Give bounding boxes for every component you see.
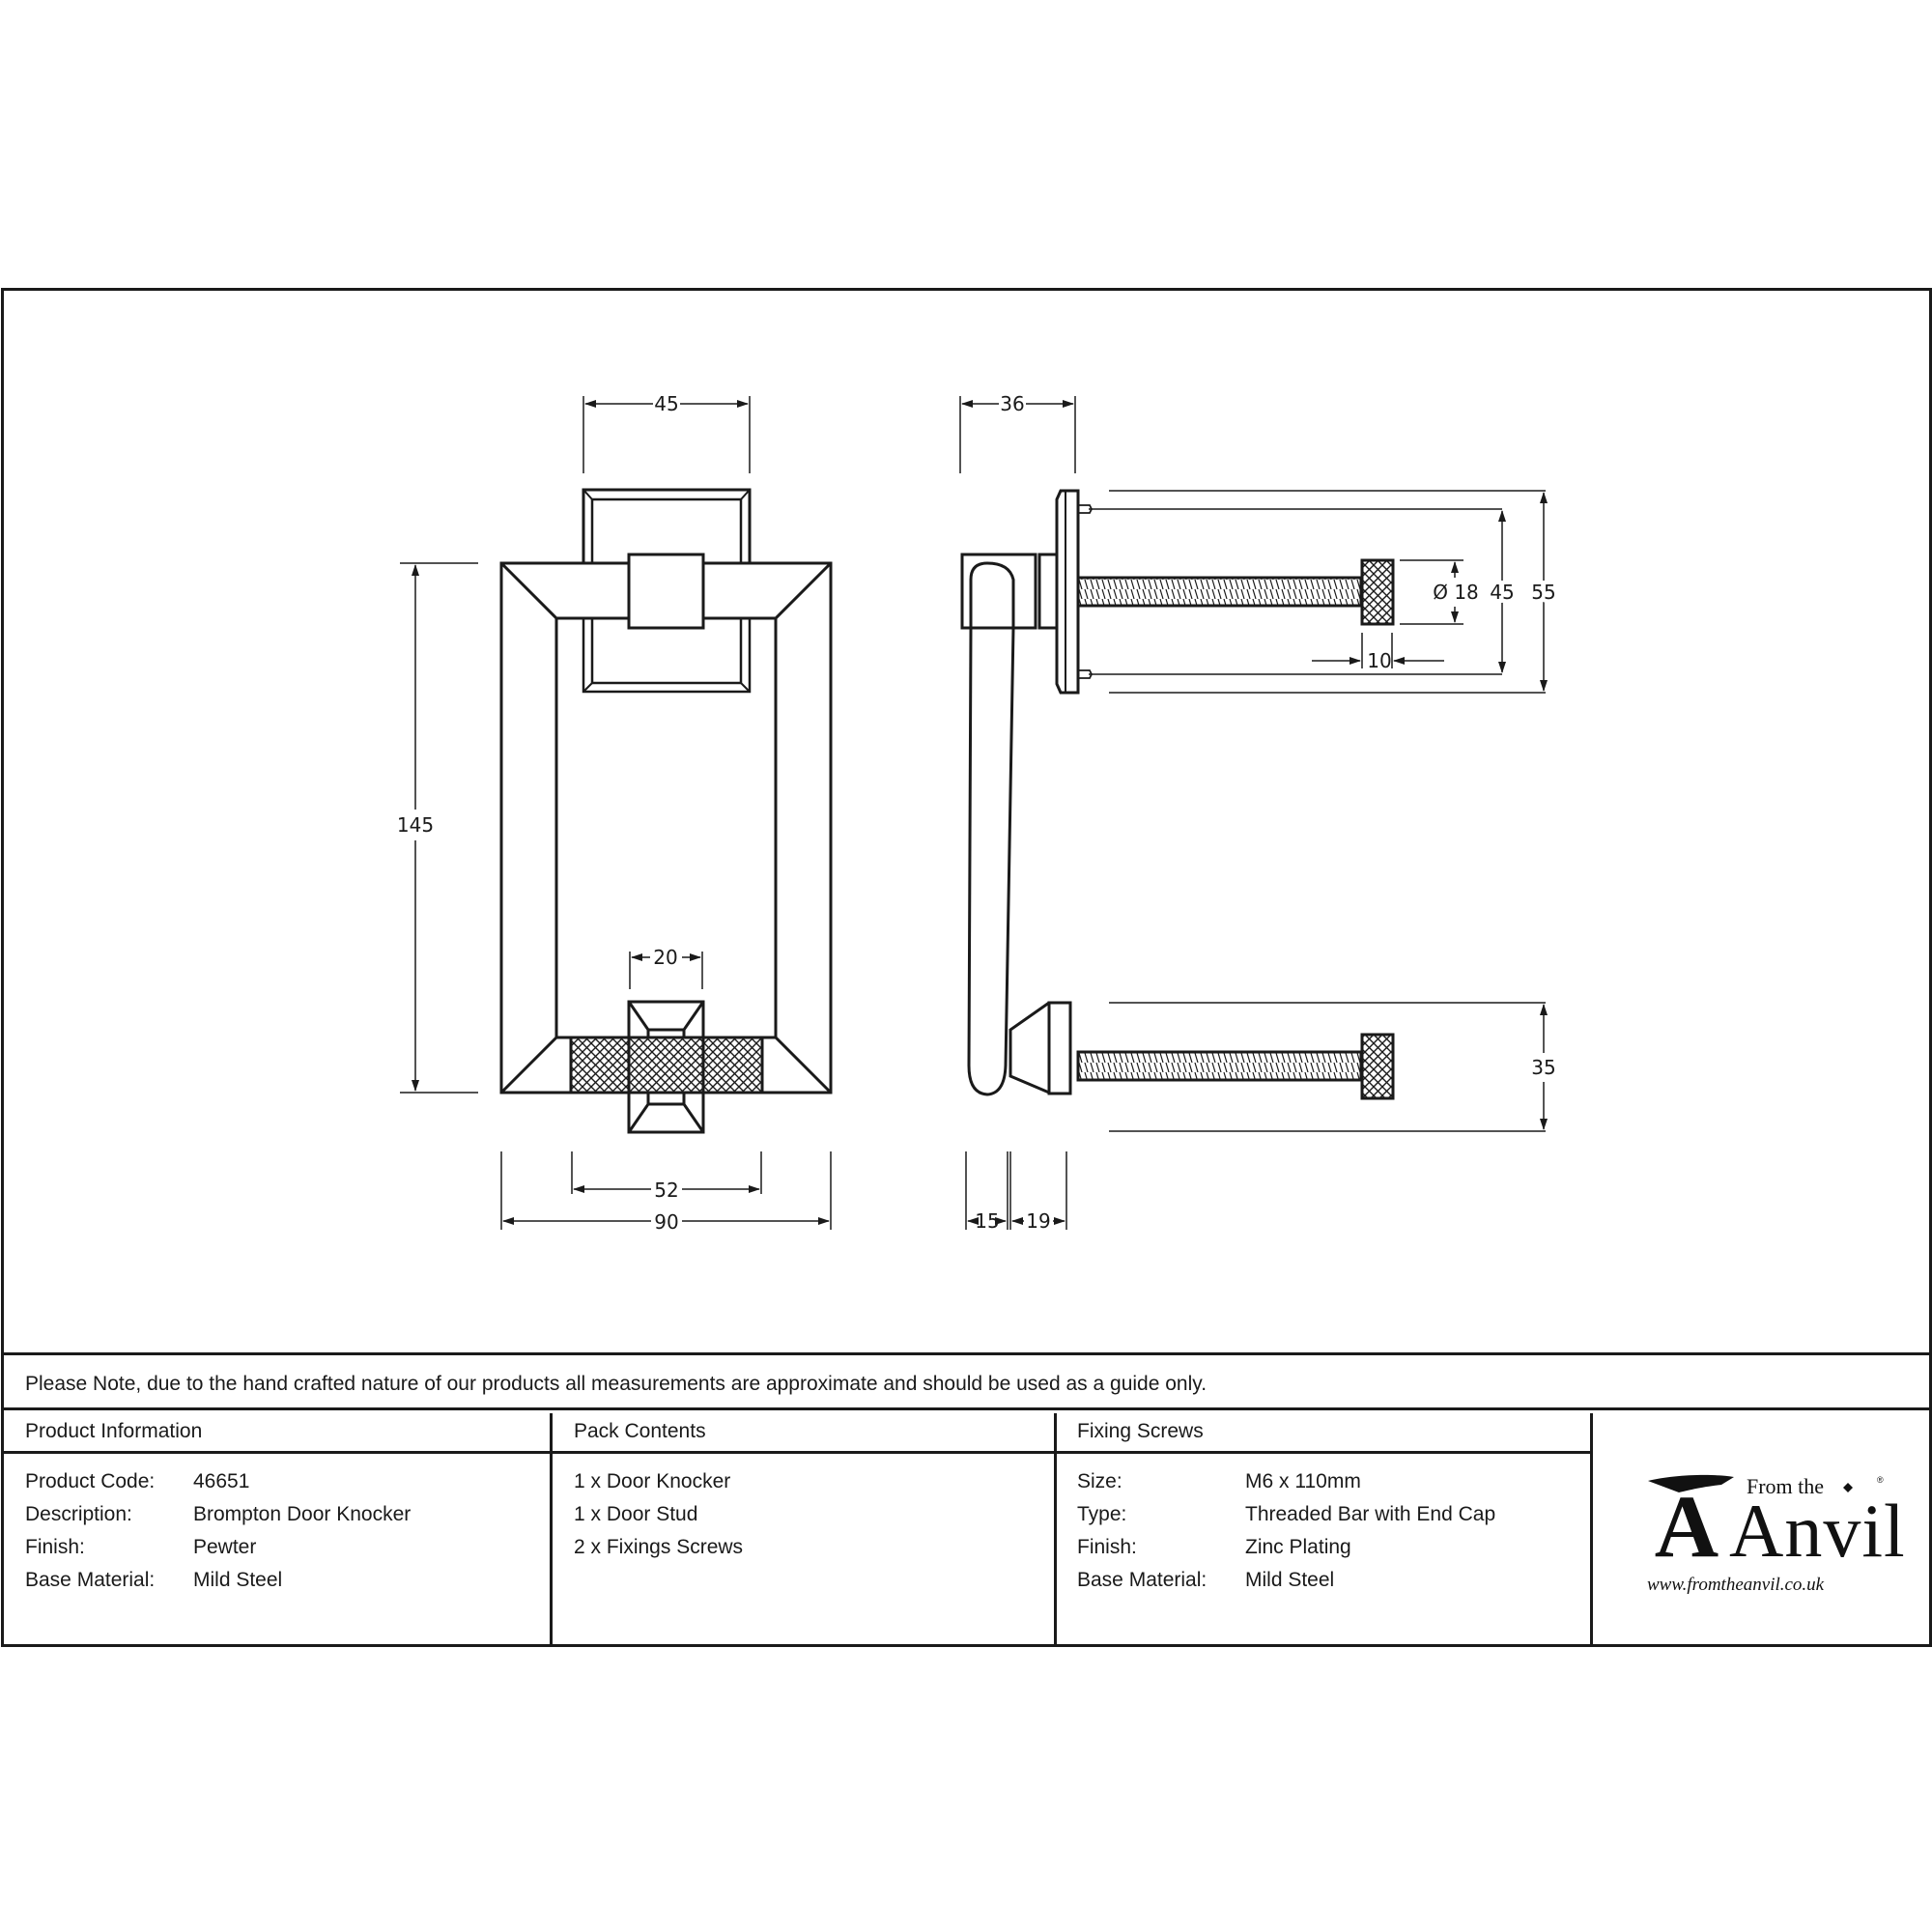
registered-mark: ® bbox=[1877, 1475, 1884, 1485]
dim-knocker-depth: 15 bbox=[975, 1209, 999, 1233]
screw-row: Finish: Zinc Plating bbox=[1077, 1531, 1591, 1564]
product-information-heading: Product Information bbox=[1, 1413, 551, 1454]
dim-height: 145 bbox=[397, 813, 434, 837]
pack-item: 1 x Door Knocker bbox=[574, 1470, 731, 1492]
side-view bbox=[960, 489, 1395, 1100]
info-row: Base Material: Mild Steel bbox=[25, 1564, 551, 1597]
side-view-dimensions bbox=[959, 396, 1548, 1230]
drawing-frame bbox=[1, 288, 1932, 1647]
measurement-note: Please Note, due to the hand crafted nat… bbox=[1, 1352, 1930, 1410]
fixing-screws-panel: Fixing Screws Size: M6 x 110mm Type: Threa… bbox=[1057, 1413, 1591, 1642]
dim-top-plate-width: 45 bbox=[654, 392, 678, 415]
dim-endcap-diameter: Ø 18 bbox=[1433, 581, 1479, 604]
anvil-icon bbox=[1648, 1474, 1734, 1492]
info-value: Pewter bbox=[193, 1536, 257, 1558]
logo-brand-large: Anvil bbox=[1729, 1489, 1906, 1573]
dim-inner-span: 45 bbox=[1490, 581, 1514, 604]
screw-label: Type: bbox=[1077, 1503, 1127, 1525]
info-label: Finish: bbox=[25, 1536, 85, 1558]
screw-value: Threaded Bar with End Cap bbox=[1245, 1503, 1496, 1525]
info-row: Description: Brompton Door Knocker bbox=[25, 1498, 551, 1531]
screw-value: Zinc Plating bbox=[1245, 1536, 1351, 1558]
front-view-dimension-labels: 45 145 20 52 90 bbox=[397, 392, 679, 1234]
column-divider bbox=[550, 1413, 553, 1644]
screw-label: Size: bbox=[1077, 1470, 1122, 1492]
screw-value: M6 x 110mm bbox=[1245, 1470, 1361, 1492]
logo-url: www.fromtheanvil.co.uk bbox=[1647, 1575, 1825, 1595]
screw-label: Base Material: bbox=[1077, 1569, 1208, 1591]
dim-endcap-length: 10 bbox=[1367, 649, 1391, 672]
screw-label: Finish: bbox=[1077, 1536, 1137, 1558]
pack-contents-heading: Pack Contents bbox=[553, 1413, 1054, 1454]
pack-item: 2 x Fixings Screws bbox=[574, 1536, 744, 1558]
side-view-dimension-labels: 36 Ø 18 45 55 10 35 15 19 bbox=[975, 392, 1559, 1233]
info-value: Brompton Door Knocker bbox=[193, 1503, 412, 1525]
info-value: Mild Steel bbox=[193, 1569, 283, 1591]
screw-value: Mild Steel bbox=[1245, 1569, 1335, 1591]
pack-item: 1 x Door Stud bbox=[574, 1503, 698, 1525]
fixing-screws-heading: Fixing Screws bbox=[1057, 1413, 1591, 1454]
front-view-dimensions bbox=[400, 396, 832, 1230]
column-divider bbox=[1590, 1413, 1593, 1644]
dim-knurl-width: 52 bbox=[654, 1179, 678, 1202]
logo-letter-a: A bbox=[1655, 1477, 1719, 1576]
pack-contents-panel: Pack Contents 1 x Door Knocker 1 x Door … bbox=[553, 1413, 1054, 1642]
dim-projection: 36 bbox=[1000, 392, 1024, 415]
front-view bbox=[499, 488, 833, 1134]
info-label: Product Code: bbox=[25, 1470, 156, 1492]
brand-logo: A Anvil From the ® www.fromtheanvil.co.u… bbox=[1594, 1413, 1927, 1642]
logo-brand-small: From the bbox=[1747, 1474, 1824, 1498]
dim-strike-width: 20 bbox=[653, 946, 677, 969]
screw-row: Type: Threaded Bar with End Cap bbox=[1077, 1498, 1591, 1531]
column-divider bbox=[1054, 1413, 1057, 1644]
dim-outer-span: 55 bbox=[1531, 581, 1555, 604]
diamond-icon bbox=[1843, 1483, 1853, 1492]
screw-row: Base Material: Mild Steel bbox=[1077, 1564, 1591, 1597]
dim-stud-depth: 19 bbox=[1026, 1209, 1050, 1233]
screw-row: Size: M6 x 110mm bbox=[1077, 1465, 1591, 1498]
info-row: Finish: Pewter bbox=[25, 1531, 551, 1564]
info-label: Description: bbox=[25, 1503, 132, 1525]
info-row: Product Code: 46651 bbox=[25, 1465, 551, 1498]
dim-stud-height: 35 bbox=[1531, 1056, 1555, 1079]
dim-overall-width: 90 bbox=[654, 1210, 678, 1234]
info-label: Base Material: bbox=[25, 1569, 156, 1591]
info-value: 46651 bbox=[193, 1470, 250, 1492]
product-information-panel: Product Information Product Code: 46651 D… bbox=[1, 1413, 551, 1642]
